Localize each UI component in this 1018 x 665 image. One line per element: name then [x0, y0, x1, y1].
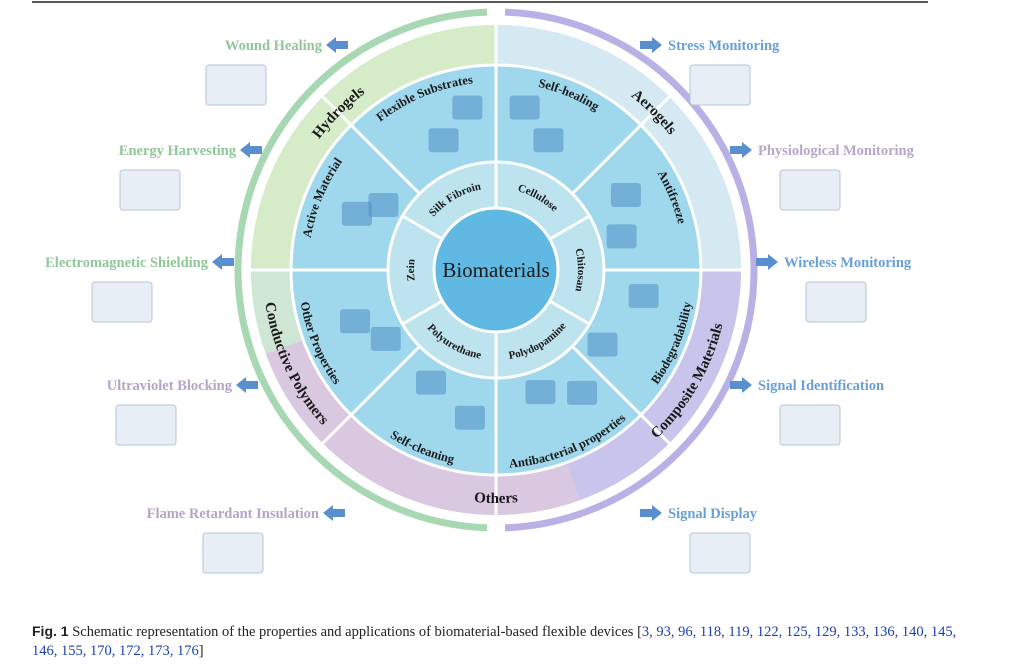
- property-thumbnail: [416, 370, 446, 395]
- application-thumbnail: [205, 64, 267, 106]
- application-thumbnail: [202, 532, 264, 574]
- caption-refs[interactable]: 3, 93, 96, 118, 119, 122, 125, 129, 133,…: [32, 624, 957, 659]
- category-label: Others: [474, 490, 519, 507]
- application-label-left: Wound Healing: [225, 38, 323, 54]
- frame-arc-left: [234, 8, 488, 532]
- application-label-right: Physiological Monitoring: [758, 143, 915, 159]
- property-thumbnail: [533, 128, 564, 153]
- property-thumbnail: [368, 193, 399, 217]
- application-label-left: Ultraviolet Blocking: [107, 378, 233, 394]
- left-arrow-icon: [240, 142, 262, 158]
- material-separator: [401, 299, 444, 326]
- property-thumbnail: [628, 284, 659, 309]
- right-arrow-icon: [640, 37, 662, 53]
- property-thumbnail: [452, 95, 483, 120]
- property-thumbnail: [341, 201, 372, 226]
- property-thumbnail: [428, 128, 459, 153]
- application-label-right: Wireless Monitoring: [784, 255, 912, 271]
- left-arrow-icon: [323, 505, 345, 521]
- property-thumbnail: [606, 224, 637, 249]
- property-thumbnail: [370, 326, 401, 351]
- material-label: Chitosan: [572, 247, 587, 293]
- application-label-left: Flame Retardant Insulation: [147, 506, 319, 522]
- property-separator: [571, 95, 671, 195]
- application-thumbnail: [689, 532, 751, 574]
- right-arrow-icon: [756, 254, 778, 270]
- right-arrow-icon: [730, 142, 752, 158]
- application-thumbnail: [779, 169, 841, 211]
- material-separator: [401, 214, 444, 241]
- property-thumbnail: [454, 405, 485, 430]
- material-separator: [548, 299, 591, 326]
- caption-label: Fig. 1: [32, 623, 69, 639]
- caption-text: Schematic representation of the properti…: [72, 624, 642, 640]
- property-thumbnail: [587, 332, 618, 357]
- application-thumbnail: [689, 64, 751, 106]
- frame-arc-right: [504, 8, 758, 532]
- property-thumbnail: [610, 183, 641, 207]
- left-arrow-icon: [212, 254, 234, 270]
- left-arrow-icon: [236, 377, 258, 393]
- application-thumbnail: [119, 169, 181, 211]
- application-label-left: Energy Harvesting: [119, 143, 237, 159]
- right-arrow-icon: [640, 505, 662, 521]
- material-separator: [548, 214, 591, 241]
- center-label: Biomaterials: [442, 258, 549, 282]
- property-separator: [321, 345, 421, 445]
- application-label-right: Signal Identification: [758, 378, 884, 394]
- left-arrow-icon: [326, 37, 348, 53]
- property-thumbnail: [567, 380, 598, 405]
- figure-caption: Fig. 1 Schematic representation of the p…: [32, 622, 962, 661]
- caption-close: ]: [198, 643, 204, 659]
- application-label-right: Stress Monitoring: [668, 38, 780, 54]
- property-thumbnail: [340, 309, 371, 334]
- application-label-left: Electromagnetic Shielding: [45, 255, 209, 271]
- application-label-right: Signal Display: [668, 506, 758, 522]
- application-thumbnail: [805, 281, 867, 323]
- property-separator: [321, 95, 421, 195]
- property-thumbnail: [509, 95, 540, 120]
- property-thumbnail: [525, 380, 556, 405]
- application-thumbnail: [91, 281, 153, 323]
- right-arrow-icon: [730, 377, 752, 393]
- application-thumbnail: [779, 404, 841, 446]
- application-thumbnail: [115, 404, 177, 446]
- material-label: Zein: [405, 258, 418, 281]
- property-separator: [571, 345, 671, 445]
